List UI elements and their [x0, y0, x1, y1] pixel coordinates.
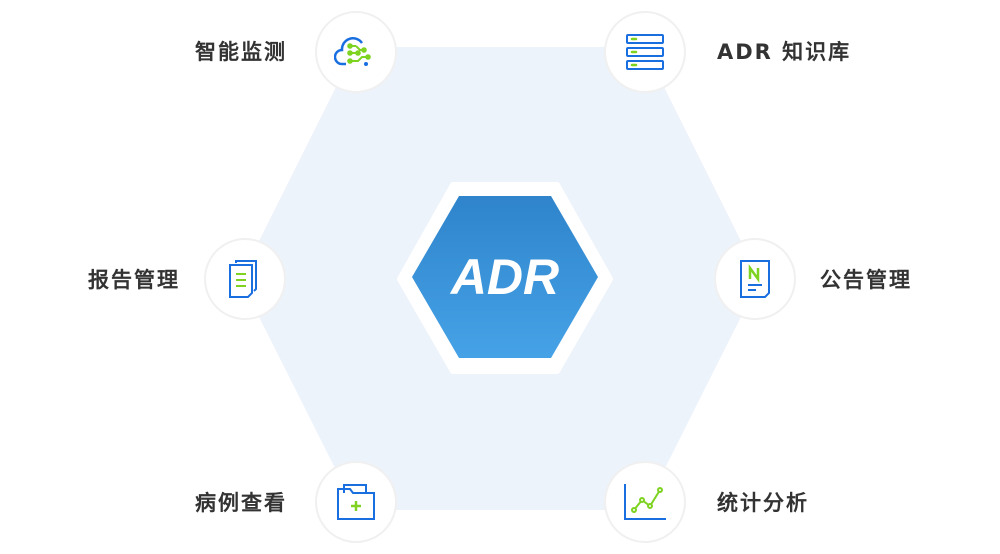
cloud-network-icon [334, 37, 371, 66]
module-statistics[interactable] [604, 461, 686, 543]
center-hexagon [412, 196, 598, 358]
module-label: 智能监测 [195, 40, 287, 64]
module-label: 病例查看 [195, 491, 287, 515]
module-report-management[interactable] [204, 238, 286, 320]
module-label: ADR 知识库 [717, 40, 852, 64]
notice-document-icon [740, 260, 770, 298]
line-chart-icon [624, 484, 666, 520]
server-database-icon [626, 34, 664, 70]
medical-folder-icon [337, 484, 375, 520]
module-smart-monitoring[interactable] [315, 11, 397, 93]
module-notice-management[interactable] [714, 238, 796, 320]
module-case-view[interactable] [315, 461, 397, 543]
module-label: 统计分析 [717, 491, 809, 515]
module-label: 公告管理 [820, 268, 912, 292]
module-adr-knowledge-base[interactable] [604, 11, 686, 93]
center-title: ADR [450, 249, 560, 305]
module-label: 报告管理 [88, 268, 180, 292]
documents-icon [229, 260, 257, 298]
